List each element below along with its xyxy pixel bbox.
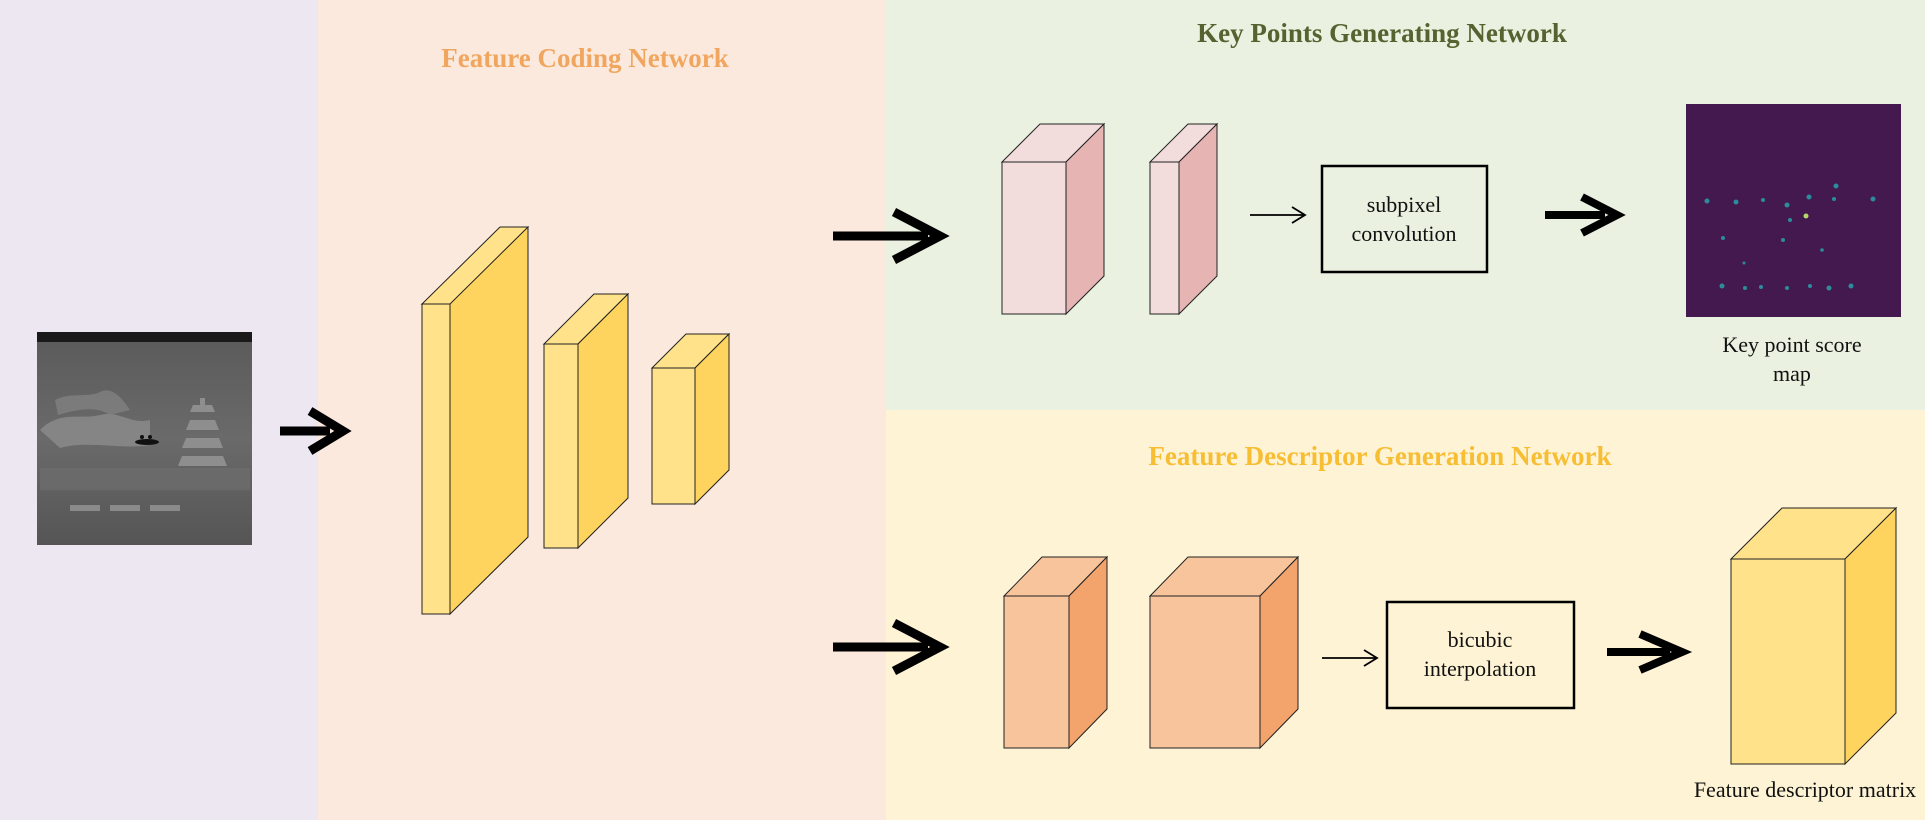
bicubic-interpolation-module: bicubic interpolation — [1385, 600, 1576, 710]
keypoint-block-2 — [1148, 122, 1219, 316]
coding-block-large — [420, 226, 530, 616]
right-arrow-icon — [833, 619, 950, 675]
score-map-caption: Key point score — [1722, 332, 1861, 357]
descriptor-block-1 — [1002, 555, 1109, 750]
descriptor-block-2 — [1148, 555, 1300, 750]
grayscale-photo-icon — [37, 332, 252, 545]
keypoint-block-1 — [1000, 122, 1106, 316]
right-arrow-icon — [280, 407, 352, 455]
right-arrow-icon — [1322, 649, 1379, 667]
right-arrow-icon — [833, 208, 950, 264]
descriptor-title: Feature Descriptor Generation Network — [1148, 441, 1611, 471]
right-arrow-icon — [1545, 193, 1626, 237]
descriptor-matrix-cube — [1729, 506, 1898, 766]
keypoint-score-map — [1686, 104, 1901, 317]
svg-text:interpolation: interpolation — [1424, 656, 1536, 681]
svg-text:bicubic: bicubic — [1448, 627, 1513, 652]
descriptor-matrix-caption: Feature descriptor matrix — [1694, 777, 1916, 802]
svg-text:subpixel: subpixel — [1367, 192, 1442, 217]
subpixel-convolution-module: subpixel convolution — [1320, 164, 1489, 274]
right-arrow-icon — [1250, 206, 1307, 224]
coding-title: Feature Coding Network — [441, 43, 728, 73]
right-arrow-icon — [1607, 630, 1693, 674]
svg-text:convolution: convolution — [1351, 221, 1456, 246]
score-map-caption-line2: map — [1773, 361, 1811, 386]
keypoint-title: Key Points Generating Network — [1197, 18, 1567, 48]
coding-block-small — [650, 332, 731, 506]
coding-block-medium — [542, 292, 630, 550]
